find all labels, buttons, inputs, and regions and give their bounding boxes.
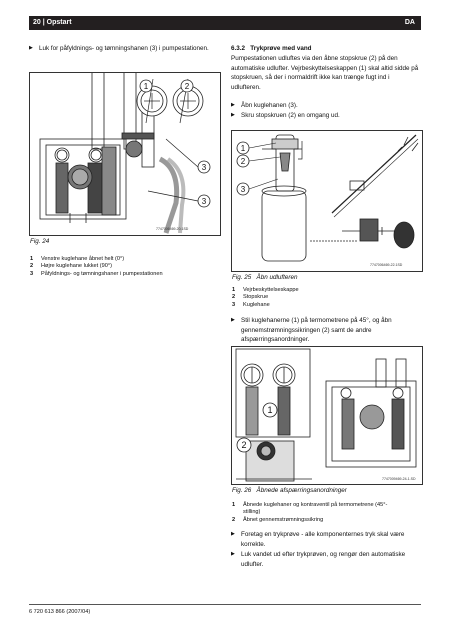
callout-2-label: 2 (241, 440, 246, 450)
bullet-arrow-icon: ▶ (231, 102, 235, 108)
section-title: Opstart (46, 19, 72, 26)
figure-24: 1 2 3 3 7747006469-20.1SD (29, 72, 221, 236)
legend-text: Åbnet gennemstrømningssikring (243, 516, 324, 523)
legend-number: 1 (30, 256, 34, 262)
legend-number: 3 (30, 270, 34, 277)
intro-paragraph: Pumpestationen udluftes via den åbne sto… (231, 55, 419, 91)
legend-number: 2 (30, 263, 34, 270)
legend-item: 3 Påfyldnings- og tømningshaner i pumpest… (30, 271, 218, 278)
legend-item: 1 Vejrbeskyttelseskappe (232, 287, 420, 294)
legend-item: 2 Stopskrue (232, 294, 420, 301)
figure-26-legend: 1 Åbnede kuglehaner og kontraventil på te… (232, 502, 418, 524)
legend-item: 3 Kuglehane (232, 302, 420, 309)
figure-24-code: 7747006469-20.1SD (156, 227, 189, 231)
pump-station-illustration (39, 73, 204, 234)
figure-26-number: Fig. 26 (232, 487, 252, 494)
step-bullet: ▶ Foretag en trykprøve - alle komponenter… (231, 530, 421, 549)
header-separator: | (42, 19, 45, 26)
callout-2-label: 2 (185, 82, 190, 91)
callout-1-label: 1 (241, 144, 246, 153)
header-left: 20 | Opstart (33, 19, 72, 26)
legend-item: 2 Åbnet gennemstrømningssikring (232, 517, 418, 524)
figure-26-title: Åbnede afspærringsanordninger (256, 487, 347, 494)
callout-1-label: 1 (144, 82, 149, 91)
figure-26-caption: Fig. 26 Åbnede afspærringsanordninger (232, 487, 347, 494)
page-number: 20 (33, 19, 41, 26)
callout-3b (197, 194, 211, 208)
bullet-arrow-icon: ▶ (231, 317, 235, 323)
callout-3b-label: 3 (202, 197, 207, 206)
figure-25-callouts: 1 2 3 (236, 141, 281, 196)
intro-bullet-text: Luk for påfyldnings- og tømningshanen (3… (39, 45, 209, 52)
legend-number: 2 (232, 294, 236, 301)
intro-bullet: ▶ Luk for påfyldnings- og tømningshanen … (29, 44, 217, 54)
legend-item: 1 Åbnede kuglehaner og kontraventil på te… (232, 502, 418, 517)
step-text: Luk vandet ud efter trykprøven, og rengø… (241, 551, 406, 568)
legend-text: Kuglehane (243, 301, 270, 308)
figure-26: 1 2 7747009469-24-1.SD (231, 346, 423, 485)
callout-3-label: 3 (241, 185, 246, 194)
figure-25-caption: Fig. 25 Åbn udlufteren (232, 274, 297, 281)
legend-text: Vejrbeskyttelseskappe (243, 287, 299, 293)
step-bullet: ▶ Åbn kuglehanen (3). (231, 101, 419, 111)
figure-25: 1 2 3 7747006469-22.1SD (231, 130, 423, 272)
figure-25-title: Åbn udlufteren (256, 274, 298, 281)
bullet-arrow-icon: ▶ (231, 551, 235, 557)
step-bullet: ▶ Stil kuglehanerne (1) på termometrene p… (231, 316, 421, 345)
legend-text: Påfyldnings- og tømningshaner i pumpesta… (41, 270, 163, 277)
document-number: 6 720 613 866 (2007/04) (29, 609, 91, 615)
footer-rule (29, 604, 421, 605)
legend-number: 1 (232, 502, 236, 508)
bullet-arrow-icon: ▶ (29, 45, 33, 51)
callout-3a-label: 3 (202, 163, 207, 172)
bullet-arrow-icon: ▶ (231, 531, 235, 537)
callout-3a (197, 160, 211, 174)
figure-25-code: 7747006469-22.1SD (370, 263, 403, 267)
open-valves-illustration (235, 348, 417, 482)
figure-26-code: 7747009469-24-1.SD (382, 477, 416, 481)
bullet-arrow-icon: ▶ (231, 112, 235, 118)
figure-24-callouts: 1 2 3 3 (139, 79, 211, 208)
page-header: 20 | Opstart DA (29, 16, 421, 30)
step-text: Stil kuglehanerne (1) på termometrene på… (241, 317, 392, 343)
legend-item: 1 Venstre kuglehane åbnet helt (0°) (30, 256, 218, 263)
figure-24-caption: Fig. 24 (30, 238, 50, 245)
legend-text: Venstre kuglehane åbnet helt (0°) (41, 256, 125, 262)
callout-2 (180, 79, 194, 93)
legend-number: 2 (232, 516, 236, 523)
callout-1-label: 1 (267, 405, 272, 415)
legend-text: Åbnede kuglehaner og kontraventil på ter… (243, 502, 388, 516)
legend-number: 3 (232, 301, 236, 308)
figure-24-legend: 1 Venstre kuglehane åbnet helt (0°) 2 Højr… (30, 256, 218, 278)
heading-text: Trykprøve med vand (250, 45, 312, 52)
callout-1 (139, 79, 153, 93)
callout-2-label: 2 (241, 157, 246, 166)
step-text: Skru stopskruen (2) en omgang ud. (241, 112, 340, 119)
legend-text: Højre kuglehane lukket (90°) (41, 263, 112, 270)
figure-25-legend: 1 Vejrbeskyttelseskappe 2 Stopskrue 3 Kugle… (232, 287, 420, 309)
section-heading: 6.3.2 Trykprøve med vand (231, 44, 312, 54)
figure-25-number: Fig. 25 (232, 274, 252, 281)
step-text: Åbn kuglehanen (3). (241, 102, 298, 109)
callout-2 (236, 437, 252, 453)
legend-text: Stopskrue (243, 294, 269, 301)
heading-number: 6.3.2 (231, 45, 246, 52)
legend-item: 2 Højre kuglehane lukket (90°) (30, 263, 218, 270)
step-bullet: ▶ Skru stopskruen (2) en omgang ud. (231, 111, 419, 121)
legend-number: 1 (232, 287, 236, 293)
callout-1 (262, 402, 278, 418)
figure-26-callouts: 1 2 (236, 402, 278, 453)
language-code: DA (404, 19, 415, 26)
air-vent-illustration (261, 134, 419, 262)
step-bullet: ▶ Luk vandet ud efter trykprøven, og reng… (231, 550, 421, 569)
step-text: Foretag en trykprøve - alle komponentern… (241, 531, 405, 548)
